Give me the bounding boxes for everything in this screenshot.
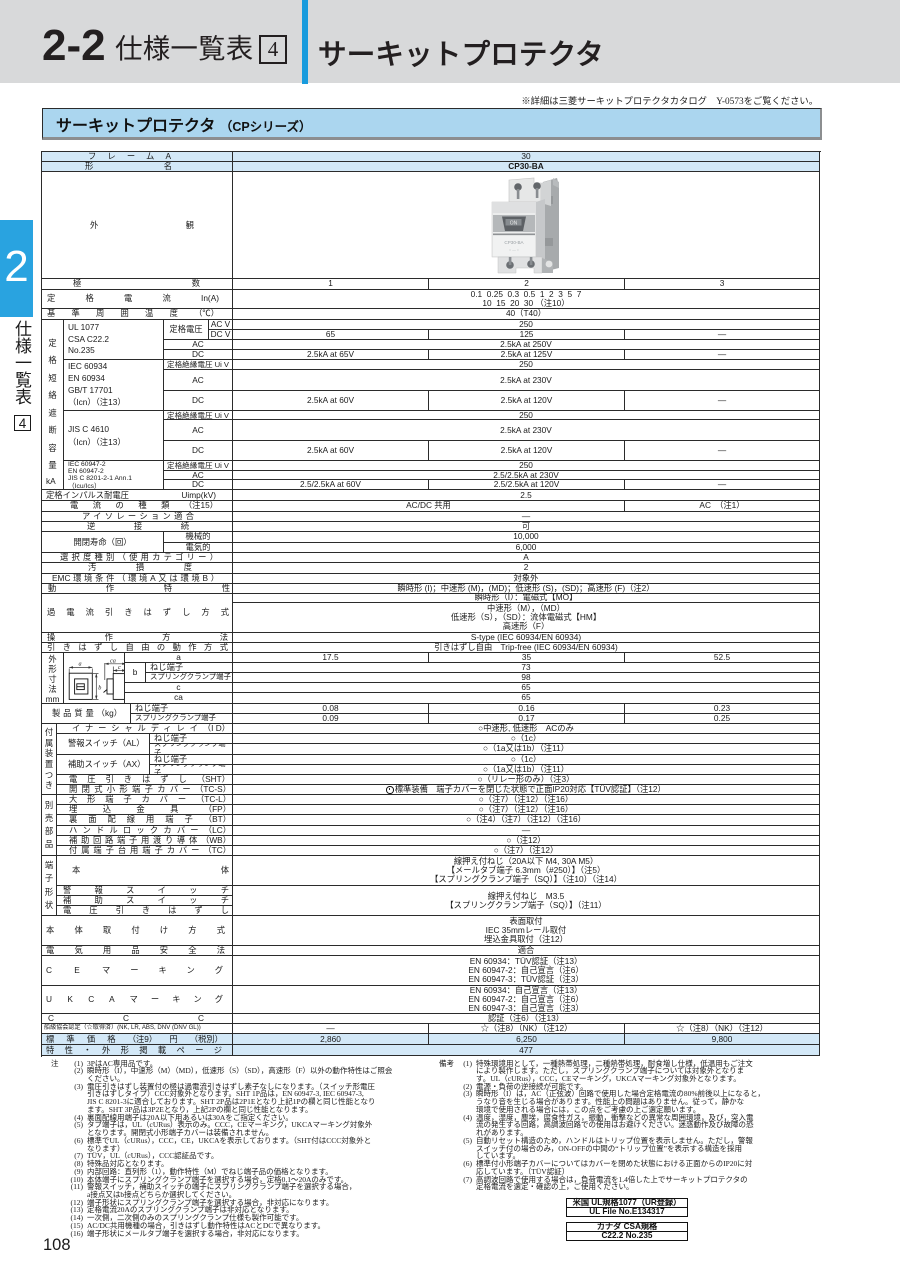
svg-text:ON: ON (510, 221, 518, 227)
svg-text:○ — ○: ○ — ○ (509, 248, 519, 252)
svg-text:c: c (118, 664, 121, 671)
svg-text:a: a (79, 660, 82, 667)
svg-text:ca: ca (110, 657, 116, 664)
svg-text:b: b (98, 684, 101, 691)
svg-text:CP30-BA: CP30-BA (504, 240, 524, 245)
